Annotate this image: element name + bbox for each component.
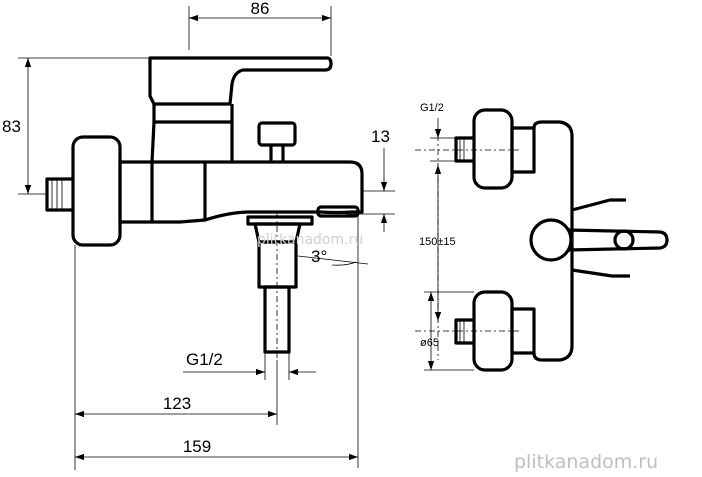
upper-flange bbox=[472, 108, 514, 190]
dim-13-label: 13 bbox=[371, 127, 390, 146]
g12-label: G1/2 bbox=[186, 350, 223, 369]
cartridge-column bbox=[150, 121, 234, 163]
front-g12-label: G1/2 bbox=[420, 102, 444, 114]
handle-body bbox=[152, 104, 234, 124]
handle-lever bbox=[148, 56, 333, 106]
front-g12-ext bbox=[430, 137, 456, 162]
diverter-knob bbox=[257, 121, 297, 147]
dim-angle-label: 3° bbox=[311, 247, 327, 266]
upper-inlet-thread bbox=[459, 138, 465, 161]
front-body bbox=[532, 120, 574, 362]
dim-65-label: ø65 bbox=[420, 337, 439, 349]
upper-inlet bbox=[454, 136, 474, 163]
diverter-stem bbox=[269, 145, 285, 162]
mixer-body bbox=[118, 160, 364, 224]
lower-inlet bbox=[454, 318, 474, 345]
dim-123-label: 123 bbox=[163, 394, 191, 413]
dim-83-label: 83 bbox=[2, 117, 21, 136]
inlet-pipe bbox=[45, 177, 73, 212]
lower-inlet-thread bbox=[459, 320, 465, 343]
body-joint bbox=[150, 162, 207, 222]
lower-nut bbox=[510, 307, 536, 355]
upper-nut bbox=[510, 126, 536, 174]
angle-arc bbox=[331, 261, 357, 266]
shower-outlet-body bbox=[257, 240, 298, 289]
side-view: 86 83 13 3° G1/2 123 159 bbox=[2, 0, 395, 470]
dim-150-label: 150±15 bbox=[419, 236, 456, 248]
watermark-center: plitkanadom.ru bbox=[257, 232, 363, 248]
front-spout bbox=[571, 198, 630, 278]
dim-159-label: 159 bbox=[183, 437, 211, 456]
inlet-thread bbox=[51, 179, 63, 210]
diverter-lever bbox=[567, 228, 669, 252]
wall-flange bbox=[71, 135, 122, 247]
spout-aerator bbox=[316, 205, 360, 218]
dim-86-label: 86 bbox=[251, 0, 270, 18]
front-view: G1/2 150±15 ø65 bbox=[415, 102, 669, 372]
diverter-disc bbox=[529, 218, 573, 262]
lower-flange bbox=[472, 290, 514, 372]
shower-outlet-nut bbox=[246, 215, 314, 226]
watermark-corner: plitkanadom.ru bbox=[514, 451, 658, 473]
spout-axis bbox=[297, 255, 369, 265]
lever-pin bbox=[613, 229, 635, 251]
